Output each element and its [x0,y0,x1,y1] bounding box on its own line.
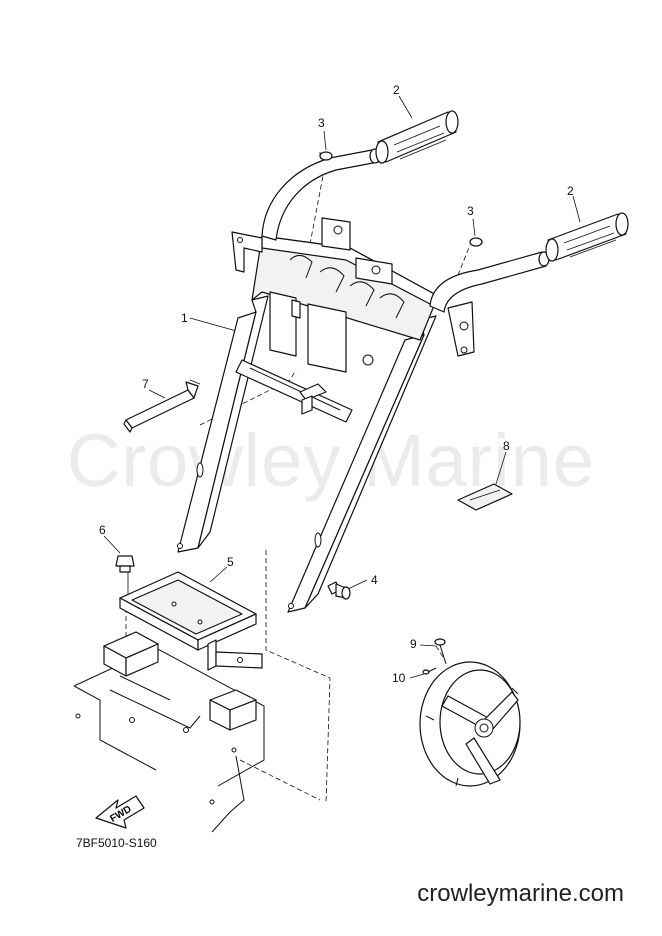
plate-part-8 [457,483,513,511]
callout-7: 7 [142,377,149,391]
callout-8: 8 [503,439,510,453]
bolt-part-6 [115,555,135,573]
watermark-text: Crowley Marine [66,419,596,502]
pin-part-10 [422,667,437,675]
body-fragment [73,631,265,833]
callout-1: 1 [181,311,188,325]
callout-5: 5 [227,555,234,569]
grip-part-2-left [375,110,459,164]
cap-part-3-left [319,151,333,161]
band-part-7 [123,379,201,433]
cap-part-3-right [469,237,483,247]
callout-9: 9 [410,637,417,651]
recoil-cover [419,661,521,787]
grip-part-2-right [545,212,629,262]
callout-3-left-cap: 3 [318,116,325,130]
figure-code: 7BF5010-S160 [76,836,157,850]
fwd-arrow-icon: FWD [95,795,145,829]
handle-frame-part-1 [177,148,550,613]
callout-4: 4 [371,573,378,587]
leader-lines [103,95,581,679]
callout-6: 6 [99,523,106,537]
callout-2-left-grip: 2 [393,83,400,97]
website-url: crowleymarine.com [417,880,624,907]
callout-10: 10 [392,671,406,685]
callout-2-right-grip: 2 [567,184,574,198]
callout-3-right-cap: 3 [467,204,474,218]
tray-part-5 [119,571,263,671]
bolt-part-9 [434,638,447,665]
bolt-part-4 [327,581,351,600]
